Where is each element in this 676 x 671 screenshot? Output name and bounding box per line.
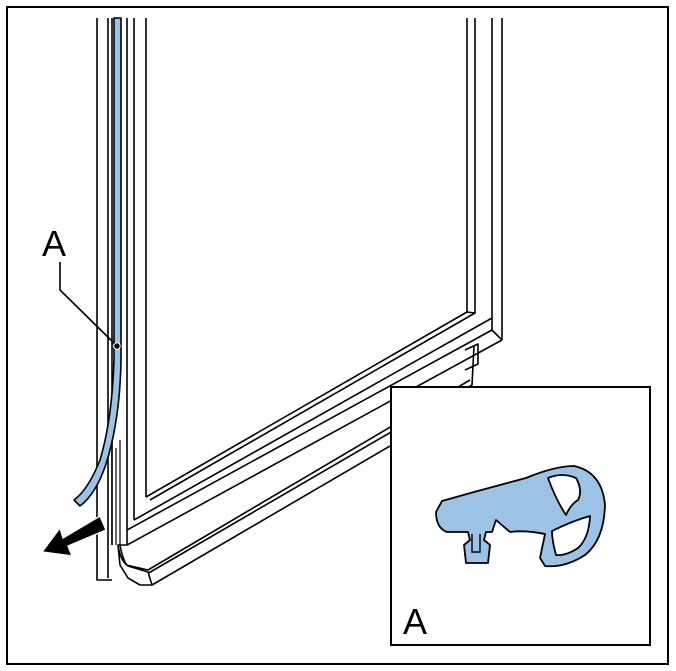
callout-anchor-dot [113, 342, 121, 350]
bottom-sill-top [118, 339, 503, 546]
bottom-sill-base [151, 445, 391, 586]
seal-profile-foot-slot [471, 534, 481, 553]
callout-leader-line [59, 262, 118, 347]
callout-label-a: A [42, 223, 66, 264]
seal-profile-shape [435, 465, 606, 568]
door-foot-block [464, 343, 479, 371]
inset-label-a: A [403, 601, 427, 642]
window-inner-bottom [145, 311, 476, 501]
seal-strip-body [73, 17, 122, 507]
pull-direction-arrow-icon [41, 515, 107, 557]
door-seal-strip [73, 17, 122, 545]
bottom-sill-curve [117, 544, 153, 586]
seal-profile-inset: A [390, 386, 651, 646]
seal-channel [111, 440, 121, 545]
door-lip-line-1 [133, 317, 493, 521]
bottom-sill-lower [125, 379, 471, 571]
